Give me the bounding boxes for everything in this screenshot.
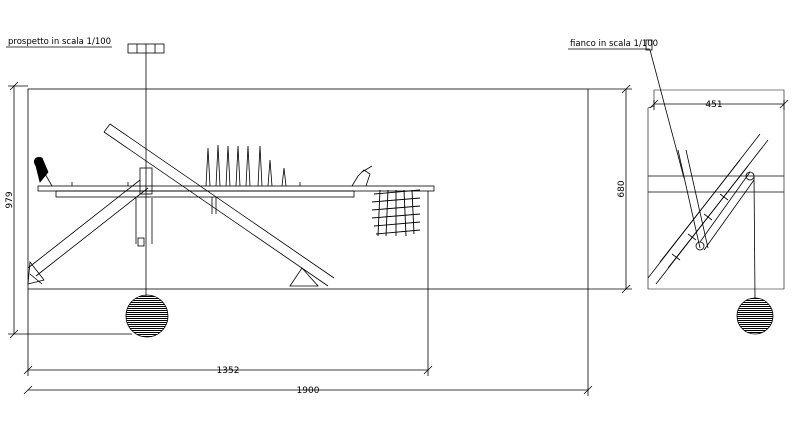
front-foot-left (27, 260, 45, 285)
dim-979: 979 (5, 191, 15, 208)
front-weight-ball (125, 294, 169, 338)
side-dim-height: 680 (588, 84, 632, 294)
side-cable-top (649, 49, 685, 179)
front-mechanism (135, 167, 153, 247)
dim-1900: 1900 (297, 386, 320, 396)
front-tilted-beam (103, 123, 335, 287)
side-weight-ball (736, 297, 774, 335)
front-pulley-block (127, 43, 165, 54)
front-counter-beam (27, 179, 149, 285)
side-lattice-arm (647, 133, 769, 285)
front-left-figure (34, 157, 53, 187)
front-deck (37, 182, 435, 214)
front-spikes (205, 144, 287, 187)
dim-680: 680 (617, 180, 627, 197)
side-frame (647, 89, 785, 290)
front-dim-total-width: 1900 (23, 289, 593, 396)
dim-451: 451 (705, 100, 722, 110)
dim-1352: 1352 (217, 366, 240, 376)
front-dim-height: 979 (5, 81, 132, 339)
side-view: fianco in scala 1/100 (568, 39, 789, 335)
front-view-title: prospetto in scala 1/100 (8, 37, 111, 47)
front-view: prospetto in scala 1/100 (5, 37, 593, 396)
front-dim-inner-width: 1352 (23, 191, 433, 376)
side-post (677, 149, 756, 299)
front-right-figure (351, 165, 373, 187)
front-net (371, 189, 421, 237)
side-pulley-block (645, 39, 653, 51)
side-dim-depth: 451 (649, 99, 789, 110)
front-foot-right (289, 267, 319, 287)
front-frame (27, 88, 589, 290)
side-view-title: fianco in scala 1/100 (570, 39, 658, 49)
